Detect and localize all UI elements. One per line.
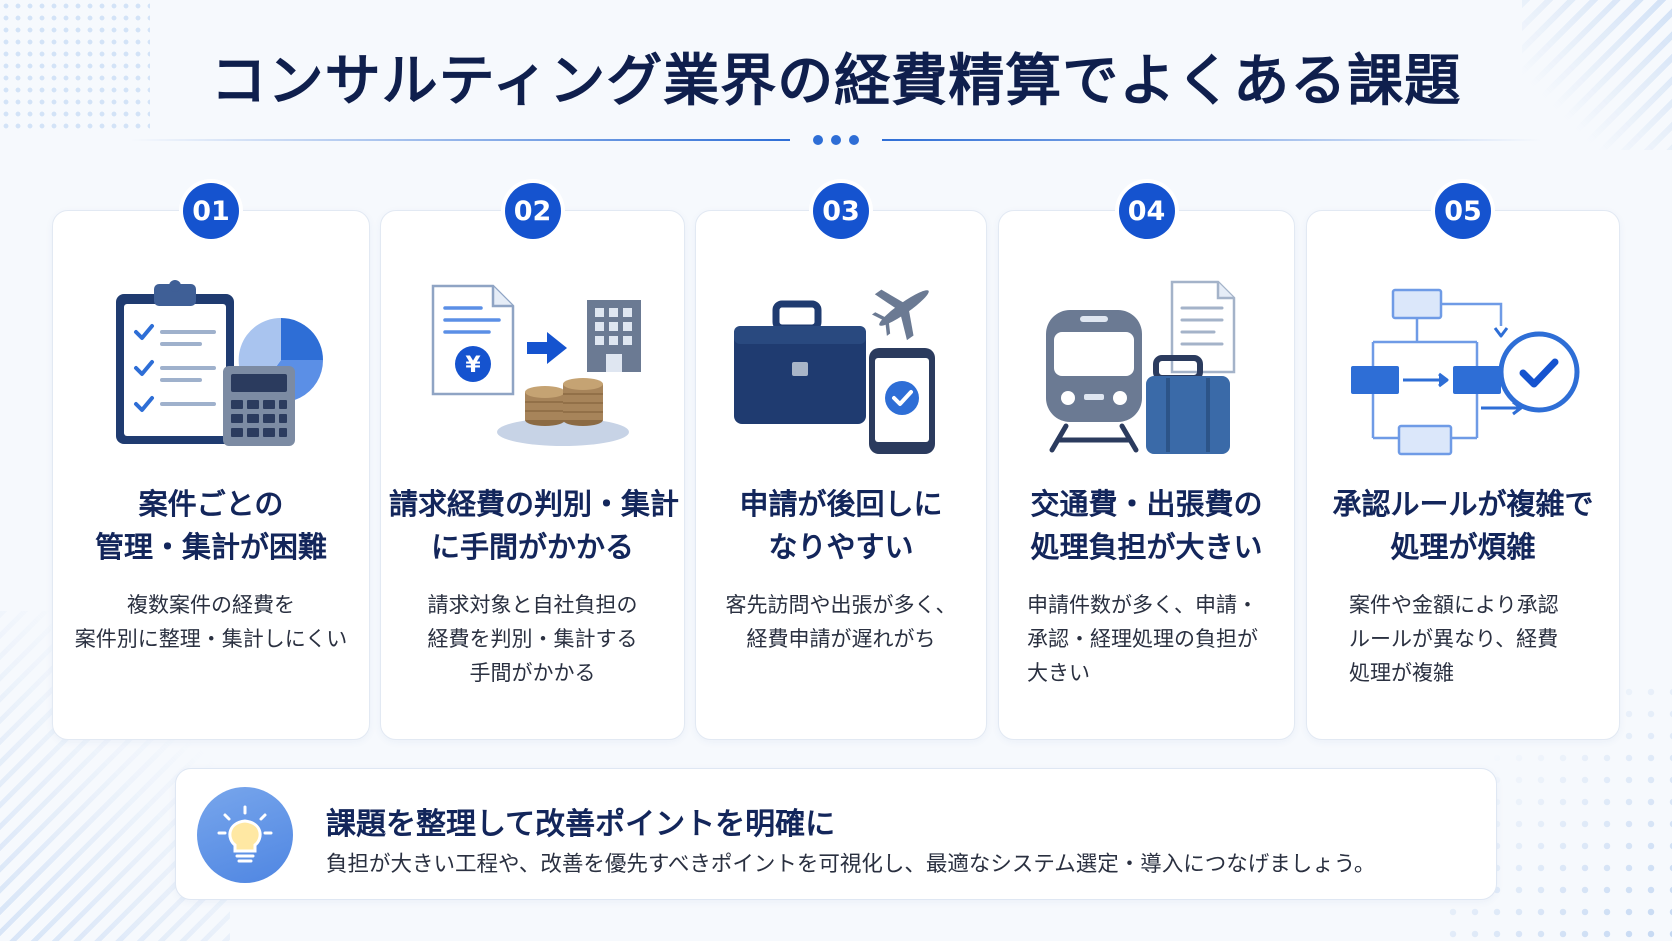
callout-title: 課題を整理して改善ポイントを明確に [326, 807, 836, 842]
briefcase-phone-airplane-icon [696, 266, 986, 466]
lightbulb-icon [197, 787, 293, 883]
title-divider [130, 135, 1542, 145]
issue-description: 案件や金額により承認 ルールが異なり、経費 処理が複雑 [1349, 593, 1559, 685]
issue-description: 申請件数が多く、申請・ 承認・経理処理の負担が 大きい [1027, 593, 1258, 685]
train-suitcase-document-icon [999, 266, 1294, 466]
issue-description: 請求対象と自社負担の 経費を判別・集計する 手間がかかる [427, 593, 638, 685]
page-title: コンサルティング業界の経費精算でよくある課題 [210, 49, 1462, 114]
summary-callout: 課題を整理して改善ポイントを明確に 負担が大きい工程や、改善を優先すべきポイント… [175, 768, 1497, 900]
approval-flow-check-icon [1307, 266, 1619, 466]
issue-card-01: 01 [52, 183, 370, 740]
svg-text:¥: ¥ [465, 353, 481, 378]
clipboard-calculator-icon [53, 266, 369, 466]
issue-title: 交通費・出張費の 処理負担が大きい [1030, 487, 1263, 564]
issue-number-badge: 05 [1435, 183, 1491, 239]
issue-card-05: 05 [1306, 183, 1620, 740]
issue-title: 承認ルールが複雑で 処理が煩雑 [1332, 487, 1594, 564]
issue-number-badge: 02 [504, 183, 561, 239]
issue-description: 客先訪問や出張が多く、 経費申請が遅れがち [725, 593, 957, 651]
issue-title: 案件ごとの 管理・集計が困難 [94, 487, 327, 564]
callout-text: 負担が大きい工程や、改善を優先すべきポイントを可視化し、最適なシステム選定・導入… [326, 852, 1376, 877]
issue-title: 請求経費の判別・集計 に手間がかかる [389, 487, 680, 564]
issue-number-badge: 03 [813, 183, 869, 239]
issue-card-02: 02 ¥ [380, 183, 685, 740]
issue-card-04: 04 [998, 183, 1295, 740]
issue-number-badge: 01 [183, 183, 239, 239]
invoice-coins-building-icon: ¥ [381, 266, 684, 466]
issue-card-03: 03 申請が後回しに なりやすい 客先訪問や出張が多く、 経費申請が遅れがち [695, 183, 987, 740]
issue-description: 複数案件の経費を 案件別に整理・集計しにくい [74, 593, 348, 651]
issue-title: 申請が後回しに なりやすい [739, 487, 943, 564]
issue-number-badge: 04 [1118, 183, 1175, 239]
